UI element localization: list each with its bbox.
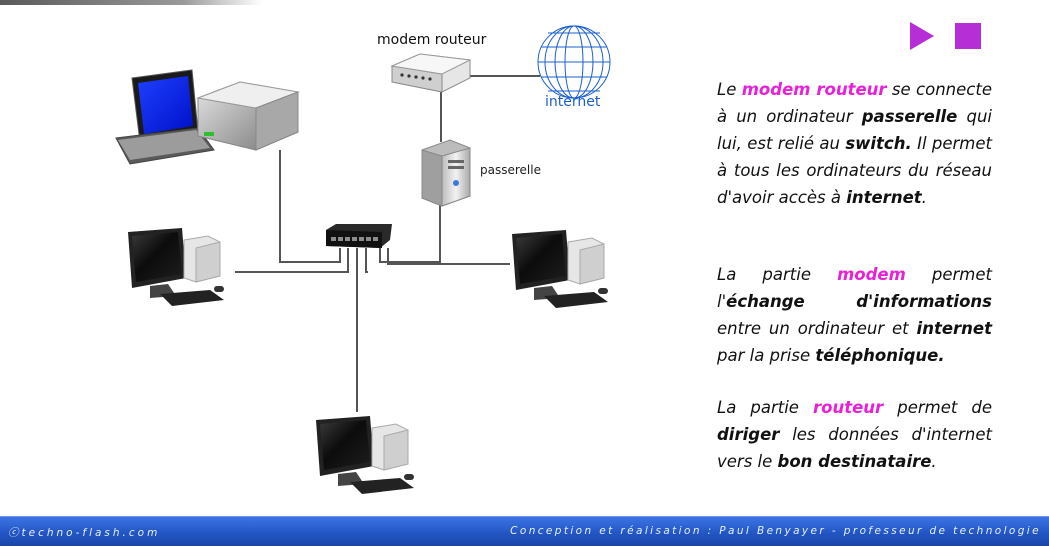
text: qui lui, est relié au xyxy=(717,107,992,153)
text: . xyxy=(921,188,927,207)
top-line xyxy=(0,0,262,5)
stop-icon[interactable] xyxy=(955,23,981,49)
text: les données d'internet vers le xyxy=(717,425,992,471)
passerelle-tower-icon xyxy=(421,139,471,207)
workstation-right-icon xyxy=(512,230,608,308)
highlight-modem-routeur: modem routeur xyxy=(741,80,887,99)
bold-telephonique: téléphonique. xyxy=(815,346,945,365)
text: La partie xyxy=(717,398,813,417)
bold-switch: switch. xyxy=(845,134,912,153)
footer-site-link[interactable]: ⓒtechno-flash.com xyxy=(8,527,161,539)
bold-diriger: diriger xyxy=(717,425,780,444)
bold-echange: échange d'informations xyxy=(726,292,992,311)
globe-icon xyxy=(537,25,611,99)
footer-bar: ⓒtechno-flash.com Conception et réalisat… xyxy=(0,516,1049,546)
text: par la prise xyxy=(717,346,816,365)
modem-router-label: modem routeur xyxy=(377,32,487,48)
network-diagram xyxy=(115,25,611,494)
text: permet de xyxy=(883,398,992,417)
highlight-modem: modem xyxy=(837,265,906,284)
play-icon[interactable] xyxy=(910,22,934,50)
bold-internet: internet xyxy=(916,319,992,338)
server-laptop-icon xyxy=(115,69,300,165)
modem-router-icon xyxy=(390,53,472,93)
text: permet l' xyxy=(717,265,992,311)
text: La partie xyxy=(717,265,838,284)
text: Il permet à tous les ordinateurs du rése… xyxy=(717,134,992,207)
text: . xyxy=(931,452,937,471)
text: se connecte à un ordinateur xyxy=(717,80,992,126)
paragraph-modem: La partie modem permet l'échange d'infor… xyxy=(717,261,992,369)
footer-credits: Conception et réalisation : Paul Benyaye… xyxy=(510,525,1041,537)
text: entre un ordinateur et xyxy=(717,319,917,338)
paragraph-routeur: La partie routeur permet de diriger les … xyxy=(717,394,992,475)
workstation-left-icon xyxy=(128,228,224,306)
workstation-bottom-icon xyxy=(316,416,414,494)
bold-destinataire: bon destinataire xyxy=(777,452,932,471)
passerelle-label: passerelle xyxy=(480,163,541,177)
bold-internet: internet xyxy=(846,188,922,207)
switch-icon xyxy=(326,224,392,248)
bold-passerelle: passerelle xyxy=(861,107,958,126)
highlight-routeur: routeur xyxy=(812,398,884,417)
network-cables xyxy=(235,75,540,412)
text: Le xyxy=(717,80,742,99)
paragraph-modem-routeur: Le modem routeur se connecte à un ordina… xyxy=(717,76,992,211)
internet-label: internet xyxy=(545,94,601,110)
